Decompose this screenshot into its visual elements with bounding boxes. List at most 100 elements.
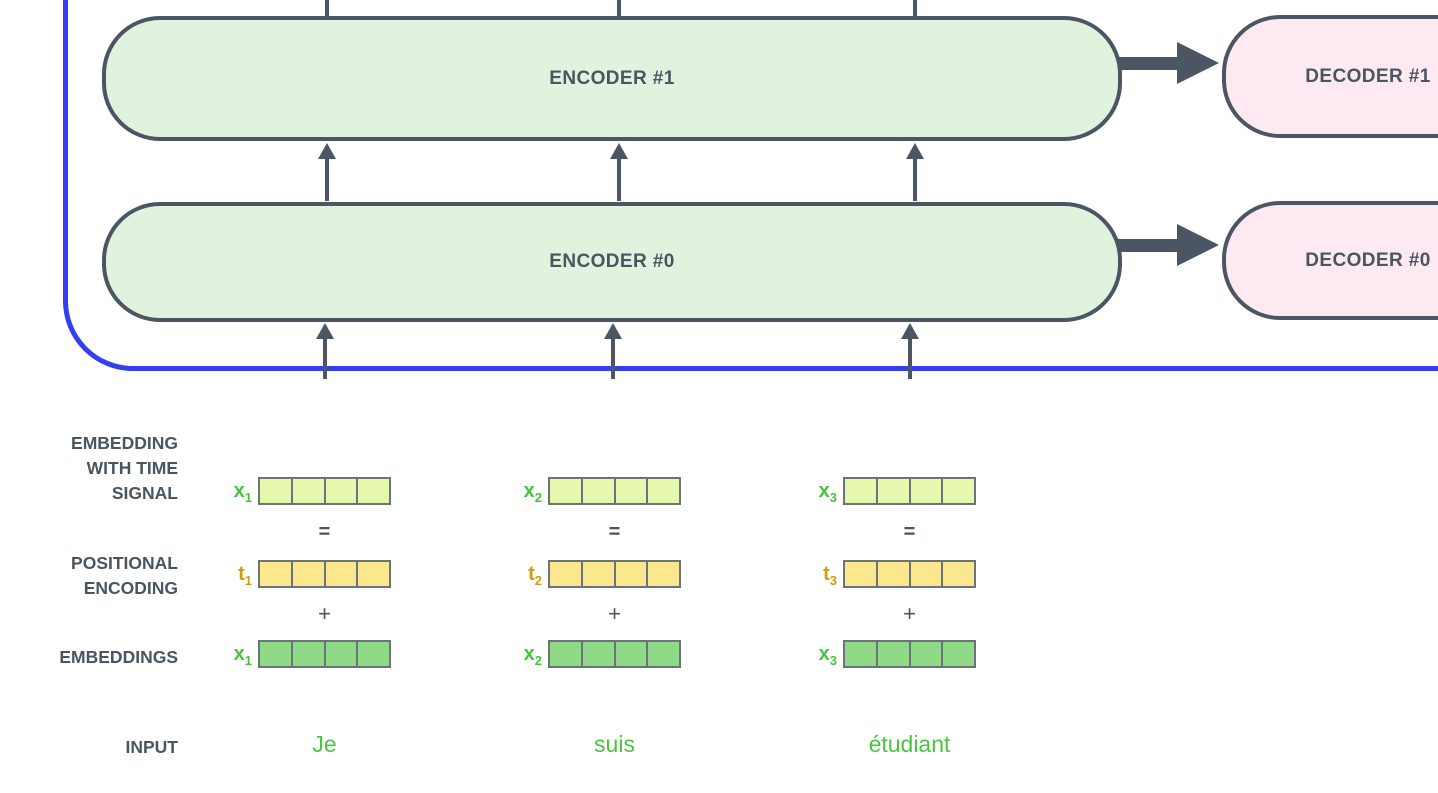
vector-cell — [582, 479, 616, 503]
input-word: suis — [594, 731, 635, 757]
decoder-0-label: DECODER #0 — [1305, 249, 1431, 271]
arrow-head-icon — [604, 323, 622, 339]
encoder-stack-outline — [63, 0, 1438, 371]
arrow-shaft — [325, 157, 329, 201]
input-up-arrow — [604, 323, 622, 379]
vector-cell — [648, 642, 679, 666]
vector-cell — [845, 479, 878, 503]
vector-cell — [648, 562, 679, 586]
arrow-shaft — [1118, 238, 1178, 252]
embedding-vector-label: x3 — [795, 640, 843, 668]
embedding-vector-label: x2 — [500, 640, 548, 668]
vector-label-subscript: 2 — [534, 573, 542, 588]
label-line: EMBEDDINGS — [59, 647, 178, 667]
vector-cell — [550, 642, 583, 666]
positional-vector-row: t3 — [795, 560, 980, 588]
label-line: EMBEDDING — [71, 433, 178, 453]
time-signal-vector-label: x3 — [795, 477, 843, 505]
plus-operator: + — [318, 601, 331, 626]
vector-label-subscript: 3 — [829, 490, 837, 505]
arrow-head-icon — [1177, 42, 1219, 84]
vector-label-base: x — [233, 643, 245, 665]
vector-cell — [845, 642, 878, 666]
decoder-0-block: DECODER #0 — [1222, 201, 1438, 320]
arrow-shaft — [617, 157, 621, 201]
label-line: WITH TIME — [86, 458, 178, 478]
up-arrow — [906, 143, 924, 201]
arrow-head-icon — [610, 143, 628, 159]
vector-cell — [292, 642, 326, 666]
equals-operator: = — [903, 521, 916, 543]
arrow-shaft — [611, 337, 615, 379]
vector-cell — [292, 479, 326, 503]
vector-label-base: x — [523, 643, 535, 665]
positional-vector-label: t3 — [795, 560, 843, 588]
embedding-vector-row: x2 — [500, 640, 685, 668]
embedding-with-time-signal-label: EMBEDDING WITH TIME SIGNAL — [18, 431, 178, 506]
positional-vector-row: t2 — [500, 560, 685, 588]
positional-vector-label: t2 — [500, 560, 548, 588]
time-signal-vector — [843, 477, 976, 505]
vector-cell — [877, 479, 911, 503]
positional-encoding-vector — [843, 560, 976, 588]
encoder1-output-arrow-shaft — [913, 0, 917, 17]
vector-cell — [648, 479, 679, 503]
plus-operator: + — [903, 601, 916, 626]
encoder1-to-decoder1-arrow — [1118, 42, 1222, 84]
vector-label-subscript: 1 — [244, 653, 252, 668]
decoder-1-block: DECODER #1 — [1222, 15, 1438, 138]
arrow-shaft — [1118, 56, 1178, 70]
token-column-1: x1 = t1 + x1 Je — [210, 477, 395, 757]
input-up-arrow — [901, 323, 919, 379]
vector-label-base: x — [523, 480, 535, 502]
vector-cell — [910, 562, 944, 586]
embedding-vector-label: x1 — [210, 640, 258, 668]
vector-cell — [877, 562, 911, 586]
vector-cell — [845, 562, 878, 586]
encoder-1-label: ENCODER #1 — [549, 67, 675, 89]
vector-cell — [582, 642, 616, 666]
vector-cell — [943, 562, 974, 586]
arrow-shaft — [908, 337, 912, 379]
arrow-shaft — [323, 337, 327, 379]
encoder1-output-arrow-shaft — [617, 0, 621, 17]
vector-cell — [260, 479, 293, 503]
equals-operator: = — [318, 521, 331, 543]
vector-cell — [910, 479, 944, 503]
time-signal-vector-label: x2 — [500, 477, 548, 505]
vector-label-base: t — [823, 563, 830, 585]
decoder-1-label: DECODER #1 — [1305, 65, 1431, 87]
label-line: INPUT — [125, 737, 179, 757]
input-word: Je — [312, 731, 337, 757]
up-arrow — [610, 143, 628, 201]
input-up-arrow — [316, 323, 334, 379]
vector-cell — [358, 562, 389, 586]
vector-label-subscript: 3 — [829, 573, 837, 588]
token-column-2: x2 = t2 + x2 suis — [500, 477, 685, 757]
token-column-3: x3 = t3 + x3 étudiant — [795, 477, 980, 757]
vector-label-base: x — [233, 480, 245, 502]
vector-label-base: t — [238, 563, 245, 585]
vector-label-base: x — [818, 480, 830, 502]
vector-label-base: t — [528, 563, 535, 585]
embedding-vector — [548, 640, 681, 668]
vector-label-base: x — [818, 643, 830, 665]
positional-encoding-vector — [548, 560, 681, 588]
encoder1-output-arrow-shaft — [325, 0, 329, 17]
vector-cell — [325, 479, 359, 503]
time-signal-vector-row: x3 — [795, 477, 980, 505]
vector-cell — [943, 479, 974, 503]
positional-vector-row: t1 — [210, 560, 395, 588]
positional-vector-label: t1 — [210, 560, 258, 588]
vector-cell — [325, 642, 359, 666]
label-line: POSITIONAL — [71, 553, 178, 573]
vector-label-subscript: 3 — [829, 653, 837, 668]
vector-cell — [615, 562, 649, 586]
arrow-head-icon — [316, 323, 334, 339]
positional-encoding-vector — [258, 560, 391, 588]
arrow-head-icon — [318, 143, 336, 159]
arrow-head-icon — [1177, 224, 1219, 266]
embeddings-label: EMBEDDINGS — [18, 645, 178, 670]
arrow-head-icon — [906, 143, 924, 159]
time-signal-vector-row: x2 — [500, 477, 685, 505]
